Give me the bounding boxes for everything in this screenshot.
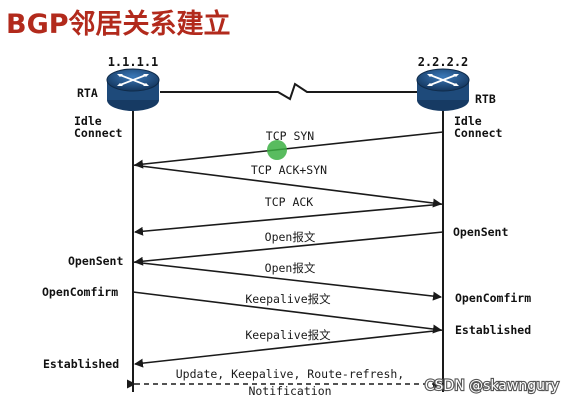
right-state-connect: Connect xyxy=(454,126,503,140)
arrow-open-rta xyxy=(132,261,442,301)
right-state-established: Established xyxy=(455,323,531,337)
label-tcp-syn: TCP SYN xyxy=(266,129,315,143)
label-keepalive-rta: Keepalive报文 xyxy=(245,292,331,306)
router-icon xyxy=(416,68,470,111)
label-notification: Notification xyxy=(248,384,331,398)
label-open-rtb: Open报文 xyxy=(265,230,316,244)
right-state-opencomfirm: OpenComfirm xyxy=(455,291,531,305)
left-router-ip: 1.1.1.1 xyxy=(108,55,159,69)
arrow-tcp-syn xyxy=(134,131,444,169)
left-state-connect: Connect xyxy=(74,126,123,140)
left-state-idle: Idle xyxy=(74,114,102,128)
router-icon xyxy=(106,68,160,111)
arrow-tcp-ack xyxy=(134,203,444,236)
label-open-rta: Open报文 xyxy=(265,261,316,275)
left-router-name: RTA xyxy=(77,86,98,100)
page-title: BGP邻居关系建立 xyxy=(6,9,231,40)
right-router-name: RTB xyxy=(475,92,496,106)
label-tcp-ack-syn: TCP ACK+SYN xyxy=(251,163,327,177)
watermark: CSDN @skawngury xyxy=(425,378,559,394)
arrow-keepalive-rta xyxy=(132,291,442,334)
link-line xyxy=(160,82,420,101)
arrow-open-rtb xyxy=(134,231,444,266)
right-state-idle: Idle xyxy=(454,114,482,128)
label-keepalive-rtb: Keepalive报文 xyxy=(245,328,331,342)
right-router-ip: 2.2.2.2 xyxy=(418,55,469,69)
left-state-opencomfirm: OpenComfirm xyxy=(42,285,118,299)
arrow-tcp-ack-syn xyxy=(132,164,442,208)
cursor-highlight xyxy=(267,140,287,160)
label-tcp-ack: TCP ACK xyxy=(265,195,314,209)
left-state-established: Established xyxy=(43,357,119,371)
label-update-types: Update, Keepalive, Route-refresh, xyxy=(176,367,404,381)
right-state-opensent: OpenSent xyxy=(453,225,508,239)
left-state-opensent: OpenSent xyxy=(68,254,123,268)
arrow-keepalive-rtb xyxy=(134,329,444,368)
